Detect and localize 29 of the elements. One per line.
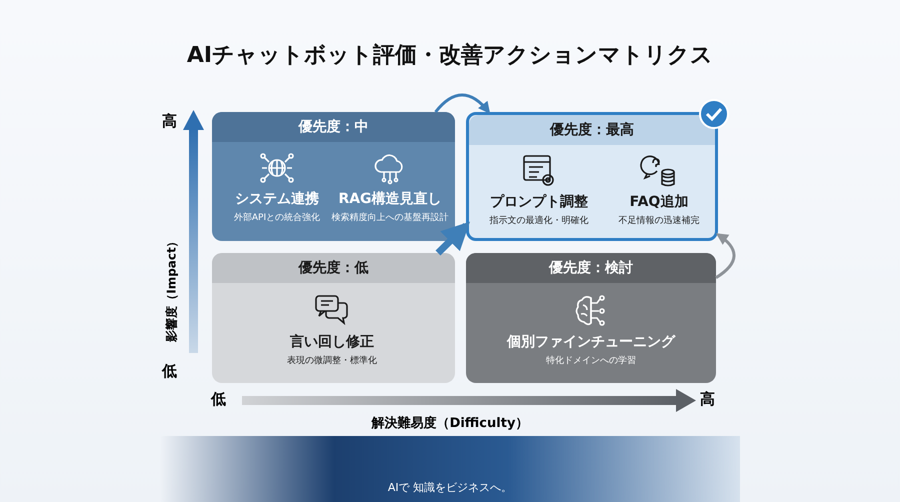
axis-title: 解決難易度（Difficulty）: [370, 414, 530, 432]
axis-title: 影響度（Impact）: [164, 234, 180, 344]
action-title: 個別ファインチューニング: [507, 333, 675, 351]
action-description: 不足情報の迅速補完: [618, 214, 700, 227]
action-description: 外部APIとの統合強化: [234, 212, 320, 224]
axis-label: 低: [211, 390, 226, 409]
quadrant-header: 優先度：最高: [469, 115, 715, 145]
action-title: システム連携: [235, 190, 319, 208]
quadrant-header: 優先度：低: [212, 253, 455, 283]
action-description: 指示文の最適化・明確化: [490, 214, 588, 227]
action-title: プロンプト調整: [490, 193, 588, 211]
priority-quadrant: [212, 253, 455, 383]
axis-label: 高: [700, 390, 715, 409]
tagline: AIで 知識をビジネスへ。: [386, 480, 514, 495]
priority-quadrant: [212, 112, 455, 241]
arrow: [434, 94, 490, 114]
action-description: 表現の微調整・標準化: [287, 354, 377, 367]
quadrant-header: 優先度：検討: [466, 253, 716, 283]
action-title: 言い回し修正: [290, 333, 374, 351]
priority-quadrant: [466, 253, 716, 383]
axis-label: 低: [162, 362, 177, 381]
action-title: FAQ追加: [630, 193, 688, 211]
quadrant-header: 優先度：中: [212, 112, 455, 142]
arrow: [715, 233, 736, 279]
action-description: 検索精度向上への基盤再設計: [332, 212, 448, 224]
diagram-title: AIチャットボット評価・改善アクションマトリクス: [186, 42, 714, 70]
action-title: RAG構造見直し: [338, 190, 442, 208]
action-description: 特化ドメインへの学習: [546, 354, 636, 367]
axis-label: 高: [162, 112, 177, 131]
